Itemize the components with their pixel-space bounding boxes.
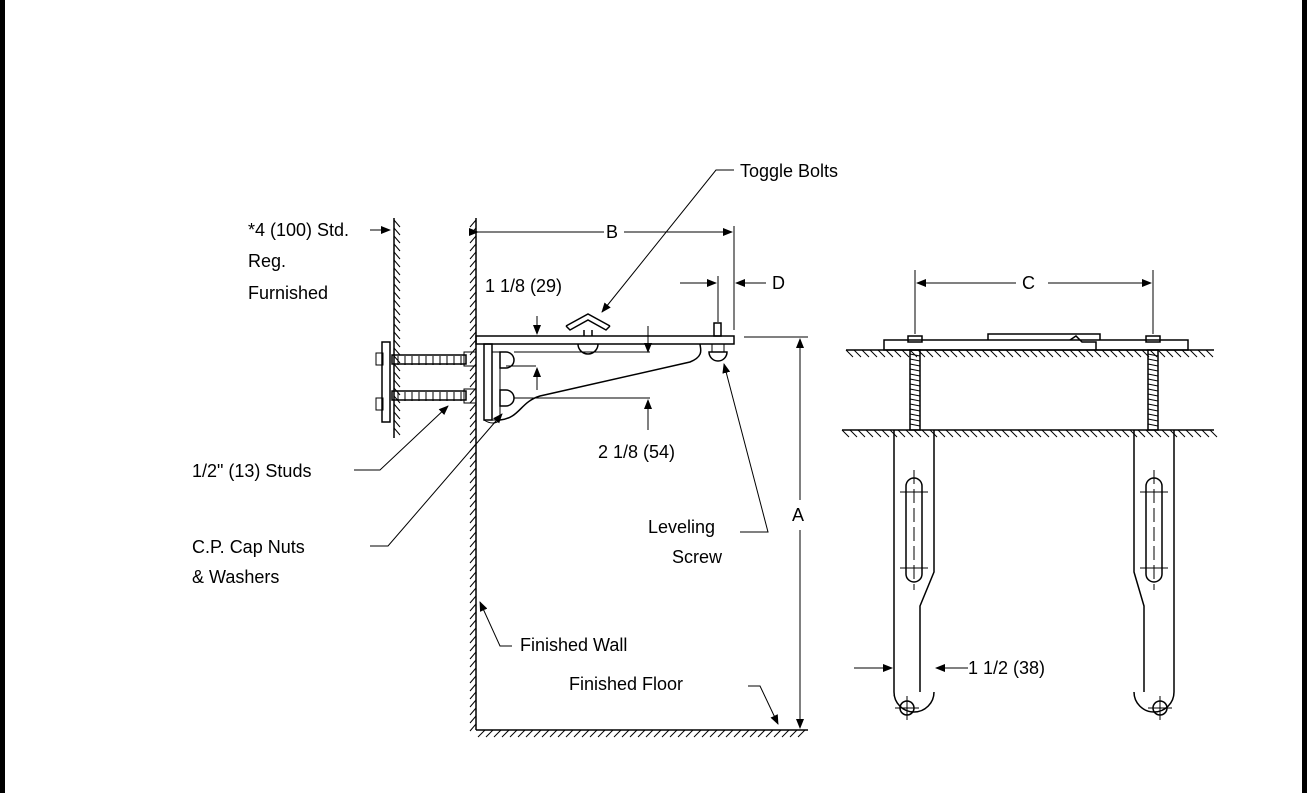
front-view bbox=[841, 270, 1218, 720]
finished-floor-label: Finished Floor bbox=[569, 674, 684, 694]
left-frame-border bbox=[0, 0, 5, 793]
leveling-screw-label-line1: Leveling bbox=[648, 517, 716, 537]
cap-nuts-label-line1: C.P. Cap Nuts bbox=[192, 537, 305, 557]
finished-wall bbox=[469, 218, 477, 732]
dimension-d-label: D bbox=[772, 273, 785, 293]
dimension-1-1-2-label: 1 1/2 (38) bbox=[968, 658, 1046, 678]
std-reg-label-line1: *4 (100) Std. bbox=[248, 220, 350, 240]
dimension-lines bbox=[469, 226, 808, 729]
cap-nuts-label-line2: & Washers bbox=[192, 567, 280, 587]
std-reg-label-line2: Reg. bbox=[248, 251, 287, 271]
dimension-b-label: B bbox=[606, 222, 619, 242]
dimension-2-1-8-label: 2 1/8 (54) bbox=[598, 442, 676, 462]
toggle-bolts-label: Toggle Bolts bbox=[740, 161, 839, 181]
right-frame-border bbox=[1302, 0, 1307, 793]
studs-label: 1/2" (13) Studs bbox=[192, 461, 312, 481]
left-wall-section bbox=[393, 218, 401, 438]
leader-lines bbox=[354, 169, 779, 725]
studs-assembly bbox=[375, 341, 477, 423]
dimension-c-label: C bbox=[1022, 273, 1035, 293]
wall-bracket bbox=[475, 313, 735, 424]
dimension-1-1-8-label: 1 1/8 (29) bbox=[485, 276, 563, 296]
leveling-screw-label-line2: Screw bbox=[672, 547, 723, 567]
finished-wall-label: Finished Wall bbox=[520, 635, 628, 655]
dimension-a-label: A bbox=[792, 505, 805, 525]
finished-floor bbox=[476, 729, 808, 738]
std-reg-label-line3: Furnished bbox=[248, 283, 329, 303]
